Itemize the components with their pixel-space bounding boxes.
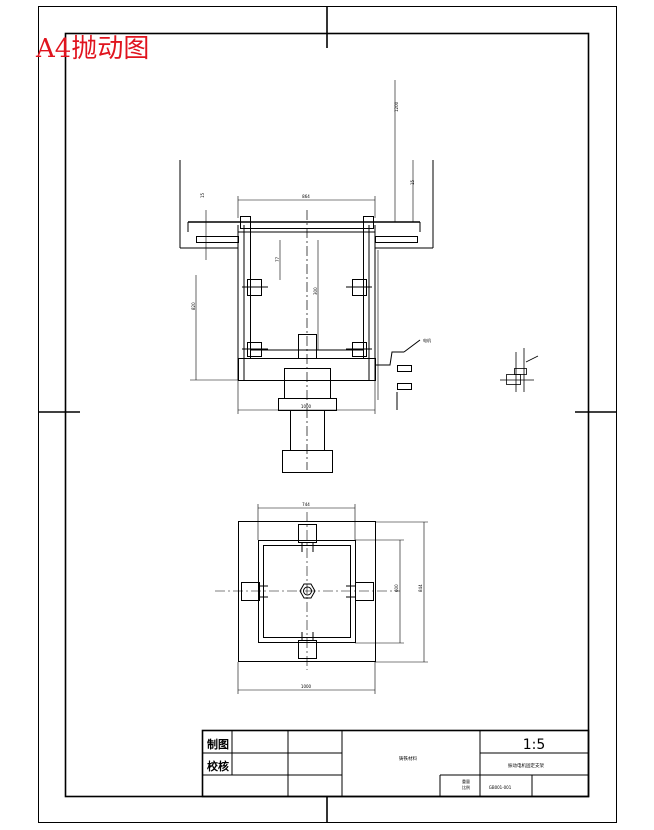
dim-left-height: 820 xyxy=(191,302,196,310)
plan-view xyxy=(215,504,428,694)
dim-top-width: 864 xyxy=(302,194,310,199)
dim-inner-small: 77 xyxy=(275,256,280,262)
dim-plan-bottom: 1000 xyxy=(301,684,312,689)
dim-height-right: 1200 xyxy=(394,101,399,112)
dim-right-small: 15 xyxy=(410,179,415,185)
sheet-border xyxy=(38,6,617,823)
title-block-drawn-label: 制图 xyxy=(207,737,229,751)
dim-plan-side-inner: 600 xyxy=(394,584,399,592)
title-block-scale: 1:5 xyxy=(523,737,546,753)
title-block-code-2: 比例 xyxy=(462,784,470,790)
a4-tag: A4抛动图 xyxy=(36,34,150,64)
detail-view xyxy=(500,348,539,392)
dim-inner-height: 300 xyxy=(313,287,318,295)
title-block-checked-label: 校核 xyxy=(207,759,229,773)
dim-left-small: 15 xyxy=(200,192,205,198)
dim-plan-top: 744 xyxy=(302,502,310,507)
label-motor: 电机 xyxy=(423,337,431,343)
title-block-code-1: 重量 xyxy=(462,778,470,784)
title-block-code-3: GB001-001 xyxy=(489,785,512,790)
title-block-part-name: 振动电机固定支架 xyxy=(508,762,544,769)
title-block-grid xyxy=(201,729,590,798)
front-view xyxy=(179,80,434,473)
dim-plan-side-outer: 844 xyxy=(418,584,423,592)
title-block-center-text: 铸铁材料 xyxy=(399,755,417,762)
dim-bottom-width: 1000 xyxy=(301,404,312,409)
